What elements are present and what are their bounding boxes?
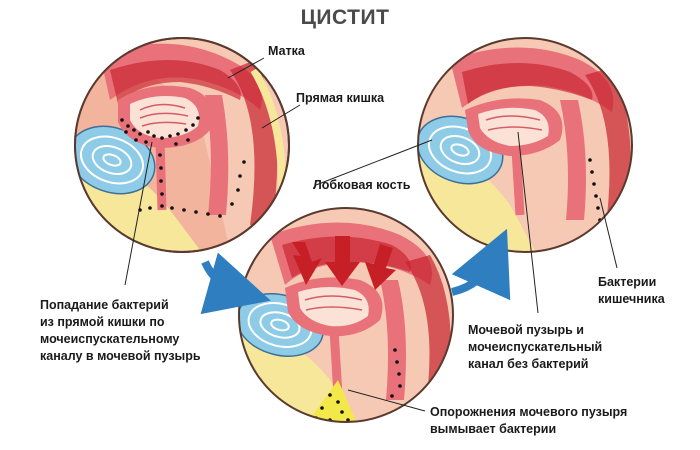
svg-text:Попадание бактерий: Попадание бактерий xyxy=(40,298,169,312)
svg-text:канал без бактерий: канал без бактерий xyxy=(468,357,589,371)
bladder-icon xyxy=(118,85,213,211)
pressure-arrows-icon xyxy=(292,236,396,290)
label-bladder-clean: Мочевой пузырь и мочеиспускательный кана… xyxy=(468,323,602,371)
label-uterus: Матка xyxy=(268,44,306,58)
panel-bacteria-entry xyxy=(74,37,290,253)
svg-text:Бактерии: Бактерии xyxy=(598,275,656,289)
label-pubic-bone: Лобковая кость xyxy=(313,178,411,192)
arrow-right-icon xyxy=(450,228,511,301)
page-title: ЦИСТИТ xyxy=(301,6,390,29)
svg-text:из прямой кишки по: из прямой кишки по xyxy=(40,315,165,329)
bladder-icon xyxy=(285,277,383,396)
label-intestinal-bacteria: Бактерии кишечника xyxy=(598,275,666,306)
svg-text:мочеиспускательный: мочеиспускательный xyxy=(468,340,602,354)
svg-text:кишечника: кишечника xyxy=(598,292,666,306)
bladder-icon xyxy=(465,98,563,216)
panel-clean xyxy=(417,37,633,253)
svg-text:каналу в мочевой пузырь: каналу в мочевой пузырь xyxy=(40,349,201,363)
label-flush: Опорожнения мочевого пузыря вымывает бак… xyxy=(430,405,627,436)
label-bacteria-entry: Попадание бактерий из прямой кишки по мо… xyxy=(40,298,201,363)
svg-text:мочеиспускательному: мочеиспускательному xyxy=(40,332,179,346)
svg-text:вымывает бактерии: вымывает бактерии xyxy=(430,422,556,436)
arrow-left-icon xyxy=(200,252,271,315)
svg-text:Опорожнения мочевого пузыря: Опорожнения мочевого пузыря xyxy=(430,405,627,419)
panel-flush xyxy=(238,207,454,423)
bacteria-dots-icon xyxy=(120,116,246,218)
svg-text:Мочевой пузырь и: Мочевой пузырь и xyxy=(468,323,584,337)
label-rectum: Прямая кишка xyxy=(296,91,385,105)
